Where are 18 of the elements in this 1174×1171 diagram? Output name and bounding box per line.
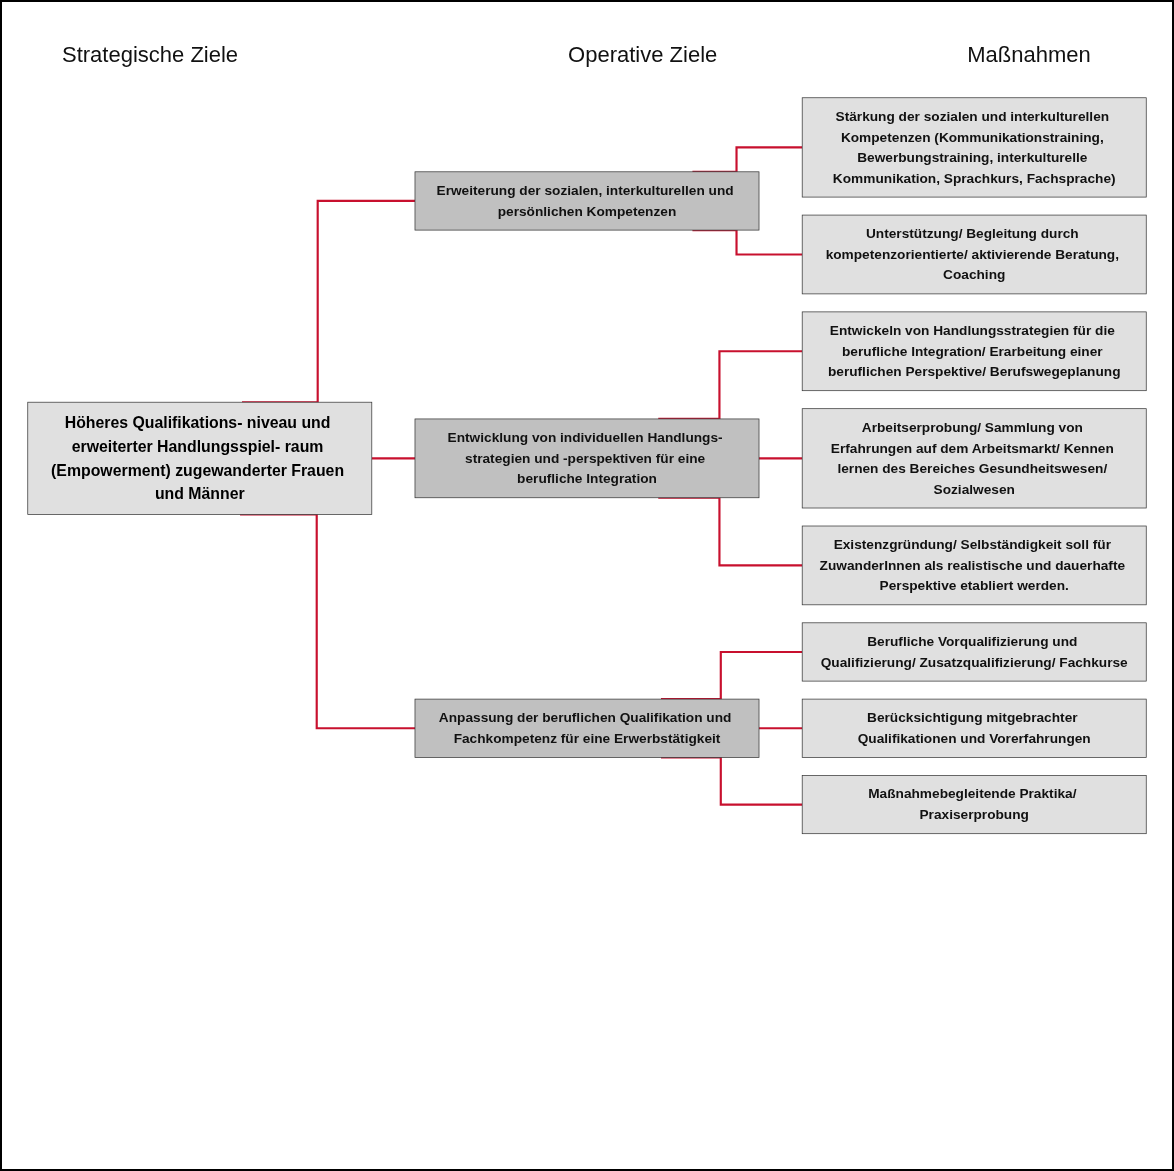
node-box: Anpassung der beruflichen Qualifikation und Fachkompetenz für eine Erwerbstätigkeit (414, 698, 760, 758)
column-heading: Operative Ziele (568, 42, 718, 69)
column-heading: Maßnahmen (967, 42, 1091, 69)
node-box: Stärkung der sozialen und interkulturellen Kompetenzen (Kommunikationstraining, Bewerbungstraining, interkulturelle Kommunikation, Sprachkurs, Fachsprache) (801, 97, 1147, 198)
column-heading: Strategische Ziele (62, 42, 239, 69)
connector (759, 457, 803, 460)
node-box: Unterstützung/ Begleitung durch kompetenzorientierte/ aktivierende Beratung, Coaching (801, 214, 1147, 295)
node-box: Entwickeln von Handlungsstrategien für die berufliche Integration/ Erarbeitung einer beruflichen Perspektive/ Berufswegeplanung (801, 311, 1147, 392)
node-box: Existenzgründung/ Selbständigkeit soll für ZuwanderInnen als realistische und dauerhafte Perspektive etabliert werden. (801, 525, 1147, 606)
node-box: Höheres Qualifikations- niveau und erweiterter Handlungsspiel- raum (Empowerment) zugewanderter Frauen und Männer (27, 401, 373, 515)
node-box: Arbeitserprobung/ Sammlung von Erfahrungen auf dem Arbeitsmarkt/ Kennen lernen des Bereiches Gesundheitswesen/ Sozialwesen (801, 408, 1147, 509)
node-box: Maßnahmebegleitende Praktika/ Praxiserprobung (801, 775, 1147, 835)
connector (759, 727, 803, 730)
node-box: Berücksichtigung mitgebrachter Qualifikationen und Vorerfahrungen (801, 698, 1147, 758)
node-box: Berufliche Vorqualifizierung und Qualifizierung/ Zusatzqualifizierung/ Fachkurse (801, 622, 1147, 682)
node-box: Entwicklung von individuellen Handlungs- strategien und -perspektiven für eine berufliche Integration (414, 418, 760, 499)
node-box: Erweiterung der sozialen, interkulturellen und persönlichen Kompetenzen (414, 171, 760, 231)
connector (371, 457, 415, 460)
